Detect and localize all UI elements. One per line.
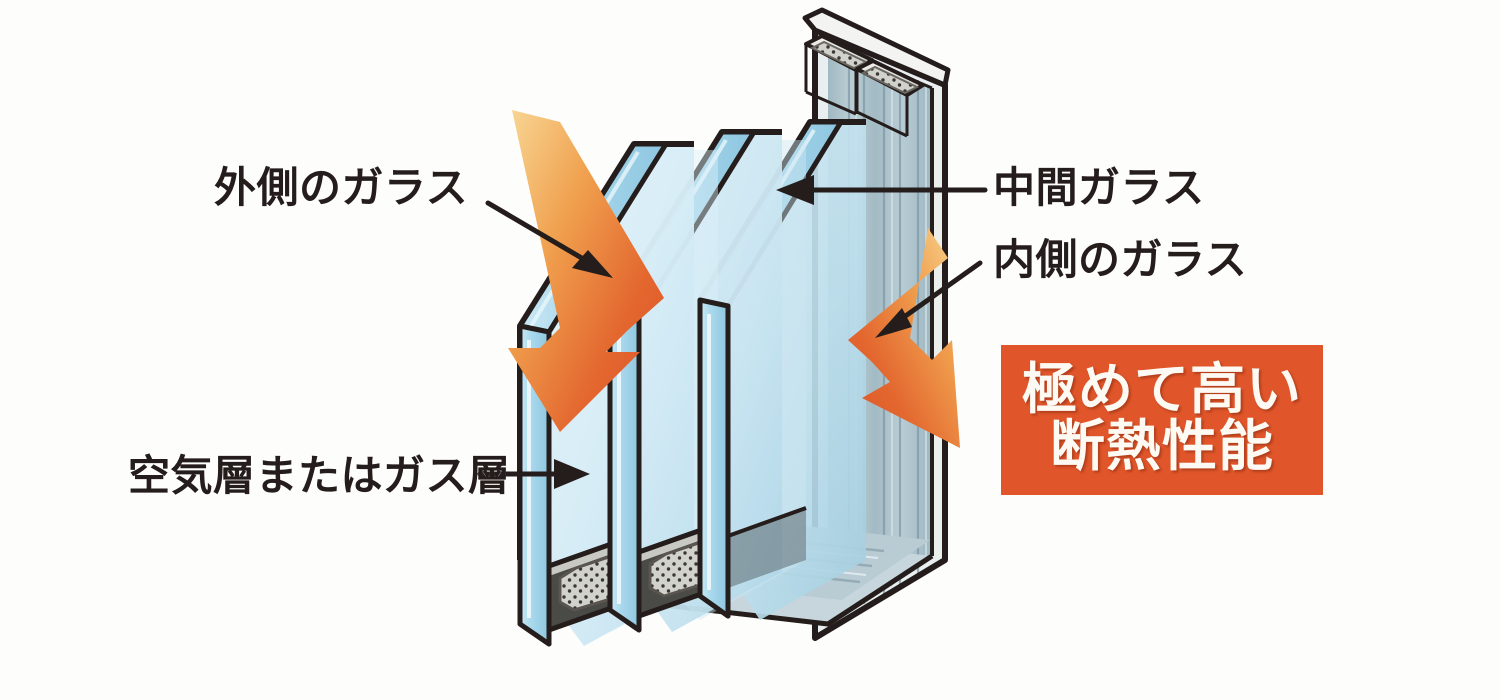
label-outer-glass: 外側のガラス xyxy=(214,164,469,211)
pane-edge-overlays xyxy=(517,297,731,647)
leader-outer-glass xyxy=(485,200,613,278)
label-middle-glass: 中間ガラス xyxy=(993,164,1205,211)
label-air-layer: 空気層またはガス層 xyxy=(128,452,511,499)
leader-lines xyxy=(477,175,988,489)
glazing-top-cap xyxy=(802,7,951,88)
leader-air-layer xyxy=(477,459,590,489)
heat-ray-arrow-inner xyxy=(848,228,960,448)
label-inner-glass: 内側のガラス xyxy=(993,236,1248,283)
leader-middle-glass xyxy=(776,175,988,205)
spacer-bar-cavity-2 xyxy=(855,59,925,97)
leader-inner-glass xyxy=(875,260,983,338)
top-spacer-bars xyxy=(804,34,925,138)
callout-line-2: 断熱性能 xyxy=(1049,415,1274,477)
callout-line-1: 極めて高い xyxy=(1021,358,1302,421)
insulation-performance-callout: 極めて高い 断熱性能 xyxy=(1001,345,1323,495)
